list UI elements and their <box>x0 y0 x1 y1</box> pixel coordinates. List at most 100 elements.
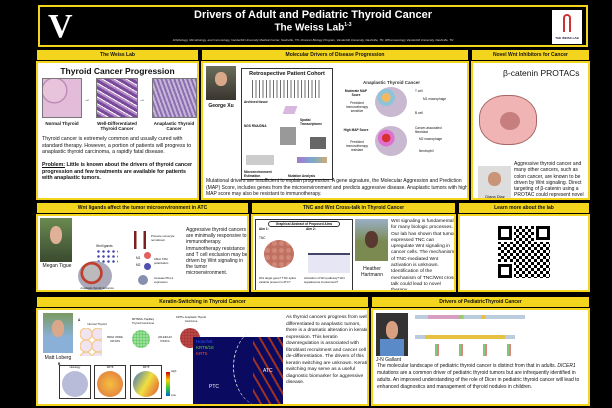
arrow-label: BRAF V600E OR RAS <box>107 336 123 343</box>
abstract-title: Graphical Abstract of Proposed Aims <box>268 221 340 227</box>
aim1-question: Wnt target gene? TNC splice variants pre… <box>259 276 297 284</box>
section-header-molecular: Molecular Drivers of Disease Progression <box>201 49 469 61</box>
section-header-weiss-lab: The Weiss Lab <box>36 49 199 61</box>
person-name: Megan Tigue <box>42 263 72 269</box>
ihc-label: KRT8 <box>106 366 114 369</box>
immunofluorescence-image: Hoechst KRT8/18 KRT5 PTC ATC <box>193 327 283 404</box>
ptc-cells <box>132 330 150 348</box>
laptop-icon <box>246 155 274 165</box>
tam-cell <box>138 275 148 285</box>
sequencer-icon <box>280 127 296 145</box>
high-map-label: High MAP Score <box>343 128 369 132</box>
ihc-label: Histology <box>69 366 81 369</box>
person-name: J-N Gallant <box>376 357 402 363</box>
m2-cell <box>144 263 151 270</box>
atc-title: Anaplastic Thyroid Cancer <box>363 80 421 85</box>
stage-label: Anaplastic Thyroid Cancer <box>153 121 195 131</box>
cell-label: Neutrophil <box>419 149 434 153</box>
affiliations: 1Pathology, Microbiology, and Immunology… <box>172 38 454 42</box>
figure-title: β-catenin PROTACs <box>503 68 580 78</box>
diagram-label: M2 <box>136 263 141 267</box>
m1-cell <box>144 252 151 259</box>
cohort-diagram: Retrospective Patient Cohort Archived ti… <box>241 68 333 180</box>
section-header-learn-more: Learn more about the lab <box>458 202 590 214</box>
cell-label: M2 macrophage <box>419 137 443 141</box>
arrow-icon: → <box>139 97 145 103</box>
ribbon-icon <box>563 14 571 32</box>
cell-membrane <box>308 253 350 273</box>
arrow-label: p53 EIF1AX PIK3CA <box>158 336 172 343</box>
cell-label: Cancer-associated fibroblast <box>415 126 442 134</box>
panel-tnc: Graphical Abstract of Proposed Aims Aim … <box>251 214 456 292</box>
panel-learn-more <box>458 214 590 292</box>
ihc-krt5: KRT5 <box>130 365 162 399</box>
qr-code[interactable] <box>496 224 552 280</box>
person-name: Diana Diaz <box>485 194 505 199</box>
tissue-icon <box>282 106 298 114</box>
atc-tumor-diagram <box>78 261 112 290</box>
computer-icon <box>310 137 326 149</box>
pediatric-body: The molecular landscape of pediatric thy… <box>377 363 588 391</box>
cell-label: T cell <box>415 89 423 93</box>
poster-header: V Drivers of Adult and Pediatric Thyroid… <box>38 5 588 47</box>
section-header-wnt-ligands: Wnt ligands affect the tumor microenviro… <box>36 202 249 214</box>
stage-label: KRT8/18+ Papillary Thyroid Carcinoma <box>131 318 155 325</box>
dicer1-protein-map <box>415 315 525 319</box>
panel-pediatric: J-N Gallant The molecular landscape of p… <box>371 308 590 406</box>
ihc-label: KRT5 <box>142 366 150 369</box>
person-name: George Xu <box>208 103 234 109</box>
poster-subtitle: The Weiss Lab1-3 <box>40 22 586 33</box>
diagram-label: NGS RNA/DNA <box>244 124 267 128</box>
if-legend-krt5: KRT5 <box>196 351 208 356</box>
normal-thyroid-cells <box>80 328 102 356</box>
moderate-prediction: Predicted immunotherapy sensitive <box>346 101 368 113</box>
moderate-map-label: Moderate MAP Score <box>344 89 368 97</box>
diagram-label: Spatial Transcriptome <box>300 118 322 126</box>
poster-title: Drivers of Adult and Pediatric Thyroid C… <box>194 9 432 21</box>
aim1-label: Aim 1: <box>259 227 269 231</box>
stage-label: KRT5+ Anaplastic Thyroid Carcinoma <box>176 316 206 323</box>
person-name: Matt Loberg <box>44 355 72 361</box>
person-name: Heather Hartmann <box>361 266 383 278</box>
if-legend-hoechst: Hoechst <box>196 339 213 344</box>
george-xu-photo <box>206 66 236 100</box>
panel-keratin: Matt Loberg A Normal Thyroid BRAF V600E … <box>36 308 369 406</box>
section-header-keratin: Keratin-Switching in Thyroid Cancer <box>36 296 369 308</box>
arrow-icon: → <box>84 97 90 103</box>
panel-wnt-inhibitors: β-catenin PROTACs Diana Diaz Aggressive … <box>471 61 590 200</box>
wdtc-image <box>96 78 138 118</box>
region-ptc: PTC <box>209 384 219 390</box>
diagram-label: Affect TAM polarization <box>154 257 169 265</box>
weiss-lab-body: Thyroid cancer is extremely common and u… <box>42 136 192 156</box>
problem-statement: Problem: Little is known about the drive… <box>42 162 197 182</box>
vessel-icon <box>134 231 146 249</box>
scale-low: Low <box>171 394 176 397</box>
diagram-label: Promote monocyte recruitment <box>151 234 175 242</box>
diana-diaz-photo <box>478 166 511 198</box>
aim2-question: Activation of Wnt pathway? Wnt signaloso… <box>304 276 345 284</box>
cell-diagram <box>479 95 537 145</box>
heatmap-scale <box>166 372 170 396</box>
panel-molecular: George Xu Retrospective Patient Cohort A… <box>201 61 469 200</box>
tnc-label: TNC <box>259 236 266 240</box>
diagram-label: Mutation Analysis <box>288 174 316 178</box>
tumor-cluster <box>264 240 294 268</box>
lab-logo: THE WEISS LAB <box>552 10 582 44</box>
jn-gallant-photo <box>376 313 408 356</box>
dicer1-domain-zoom <box>415 335 515 339</box>
section-header-pediatric: Drivers of PediatricThyroid Cancer <box>371 296 590 308</box>
diagram-label: Anaplastic thyroid carcinoma <box>80 287 114 290</box>
graphical-abstract: Graphical Abstract of Proposed Aims Aim … <box>255 219 353 290</box>
diagram-label: M1 <box>136 256 141 260</box>
gene-name: DICER1 <box>557 363 576 369</box>
region-atc: ATC <box>263 368 273 374</box>
panel-a-label: A <box>78 318 81 322</box>
megan-tigue-photo <box>40 218 72 262</box>
mutation-bar <box>297 157 327 163</box>
wnt-ligand-dots <box>96 249 118 265</box>
wnt-ligands-body: Aggressive thyroid cancers are minimally… <box>186 227 248 277</box>
figure-title: Thyroid Cancer Progression <box>60 66 175 76</box>
cohort-title: Retrospective Patient Cohort <box>249 71 325 77</box>
diagram-label: Wnt ligands <box>96 244 113 248</box>
if-legend-krt8: KRT8/18 <box>196 345 214 350</box>
